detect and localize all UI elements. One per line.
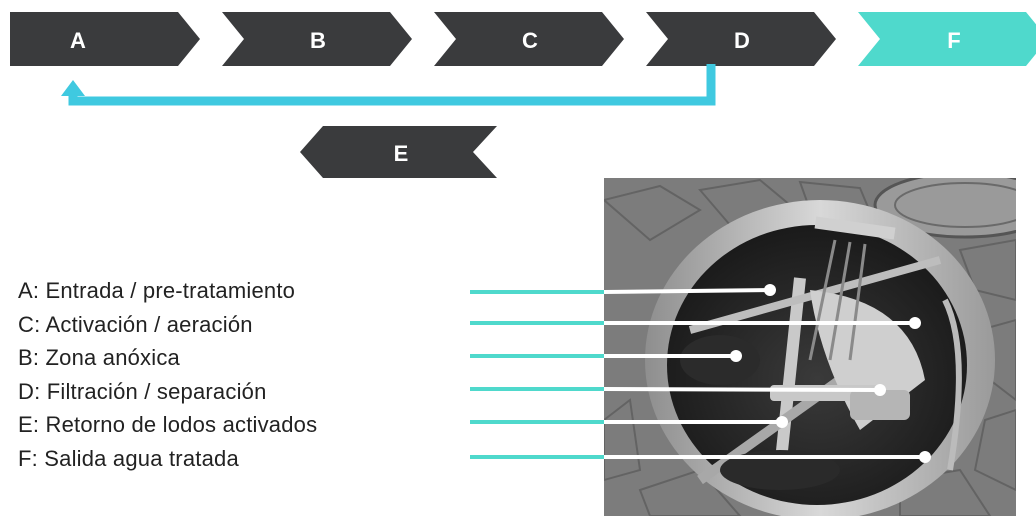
leader-line-inner — [603, 387, 881, 392]
tank-photo — [604, 178, 1016, 516]
legend-item-f: F: Salida agua tratada — [18, 445, 239, 471]
chevron-shape — [10, 12, 200, 66]
chevron-label-c: C — [522, 28, 538, 53]
chevron-step-b: B — [222, 12, 412, 66]
chevron-step-a: A — [10, 12, 200, 66]
leader-dot — [909, 317, 921, 329]
legend-item-c: C: Activación / aeración — [18, 311, 253, 337]
chevron-label-a: A — [70, 28, 86, 53]
chevron-label-d: D — [734, 28, 750, 53]
legend-item-b: B: Zona anóxica — [18, 345, 180, 370]
chevron-step-f: F — [858, 12, 1036, 66]
chevron-shape — [858, 12, 1036, 66]
leader-dot — [919, 451, 931, 463]
chevron-label-e: E — [394, 141, 409, 166]
chevron-shape — [646, 12, 836, 66]
legend-list: A: Entrada / pre-tratamiento C: Activaci… — [18, 278, 317, 479]
chevron-step-d: D — [646, 12, 836, 66]
chevron-label-b: B — [310, 28, 326, 53]
leader-dot — [730, 350, 742, 362]
legend-item-e: E: Retorno de lodos activados — [18, 412, 318, 437]
leader-dot — [776, 416, 788, 428]
chevron-step-e: E — [300, 126, 497, 178]
leader-dot — [764, 284, 776, 296]
leader-line-inner — [603, 288, 771, 294]
return-arrow — [61, 64, 716, 106]
legend-item-a: A: Entrada / pre-tratamiento — [18, 278, 296, 303]
chevron-shape — [434, 12, 624, 66]
arrow-head-icon — [61, 80, 85, 96]
leader-dot — [874, 384, 886, 396]
leader-lines — [470, 284, 931, 463]
legend-item-d: D: Filtración / separación — [18, 378, 267, 404]
chevron-label-f: F — [947, 28, 960, 53]
chevron-shape — [222, 12, 412, 66]
chevron-step-c: C — [434, 12, 624, 66]
